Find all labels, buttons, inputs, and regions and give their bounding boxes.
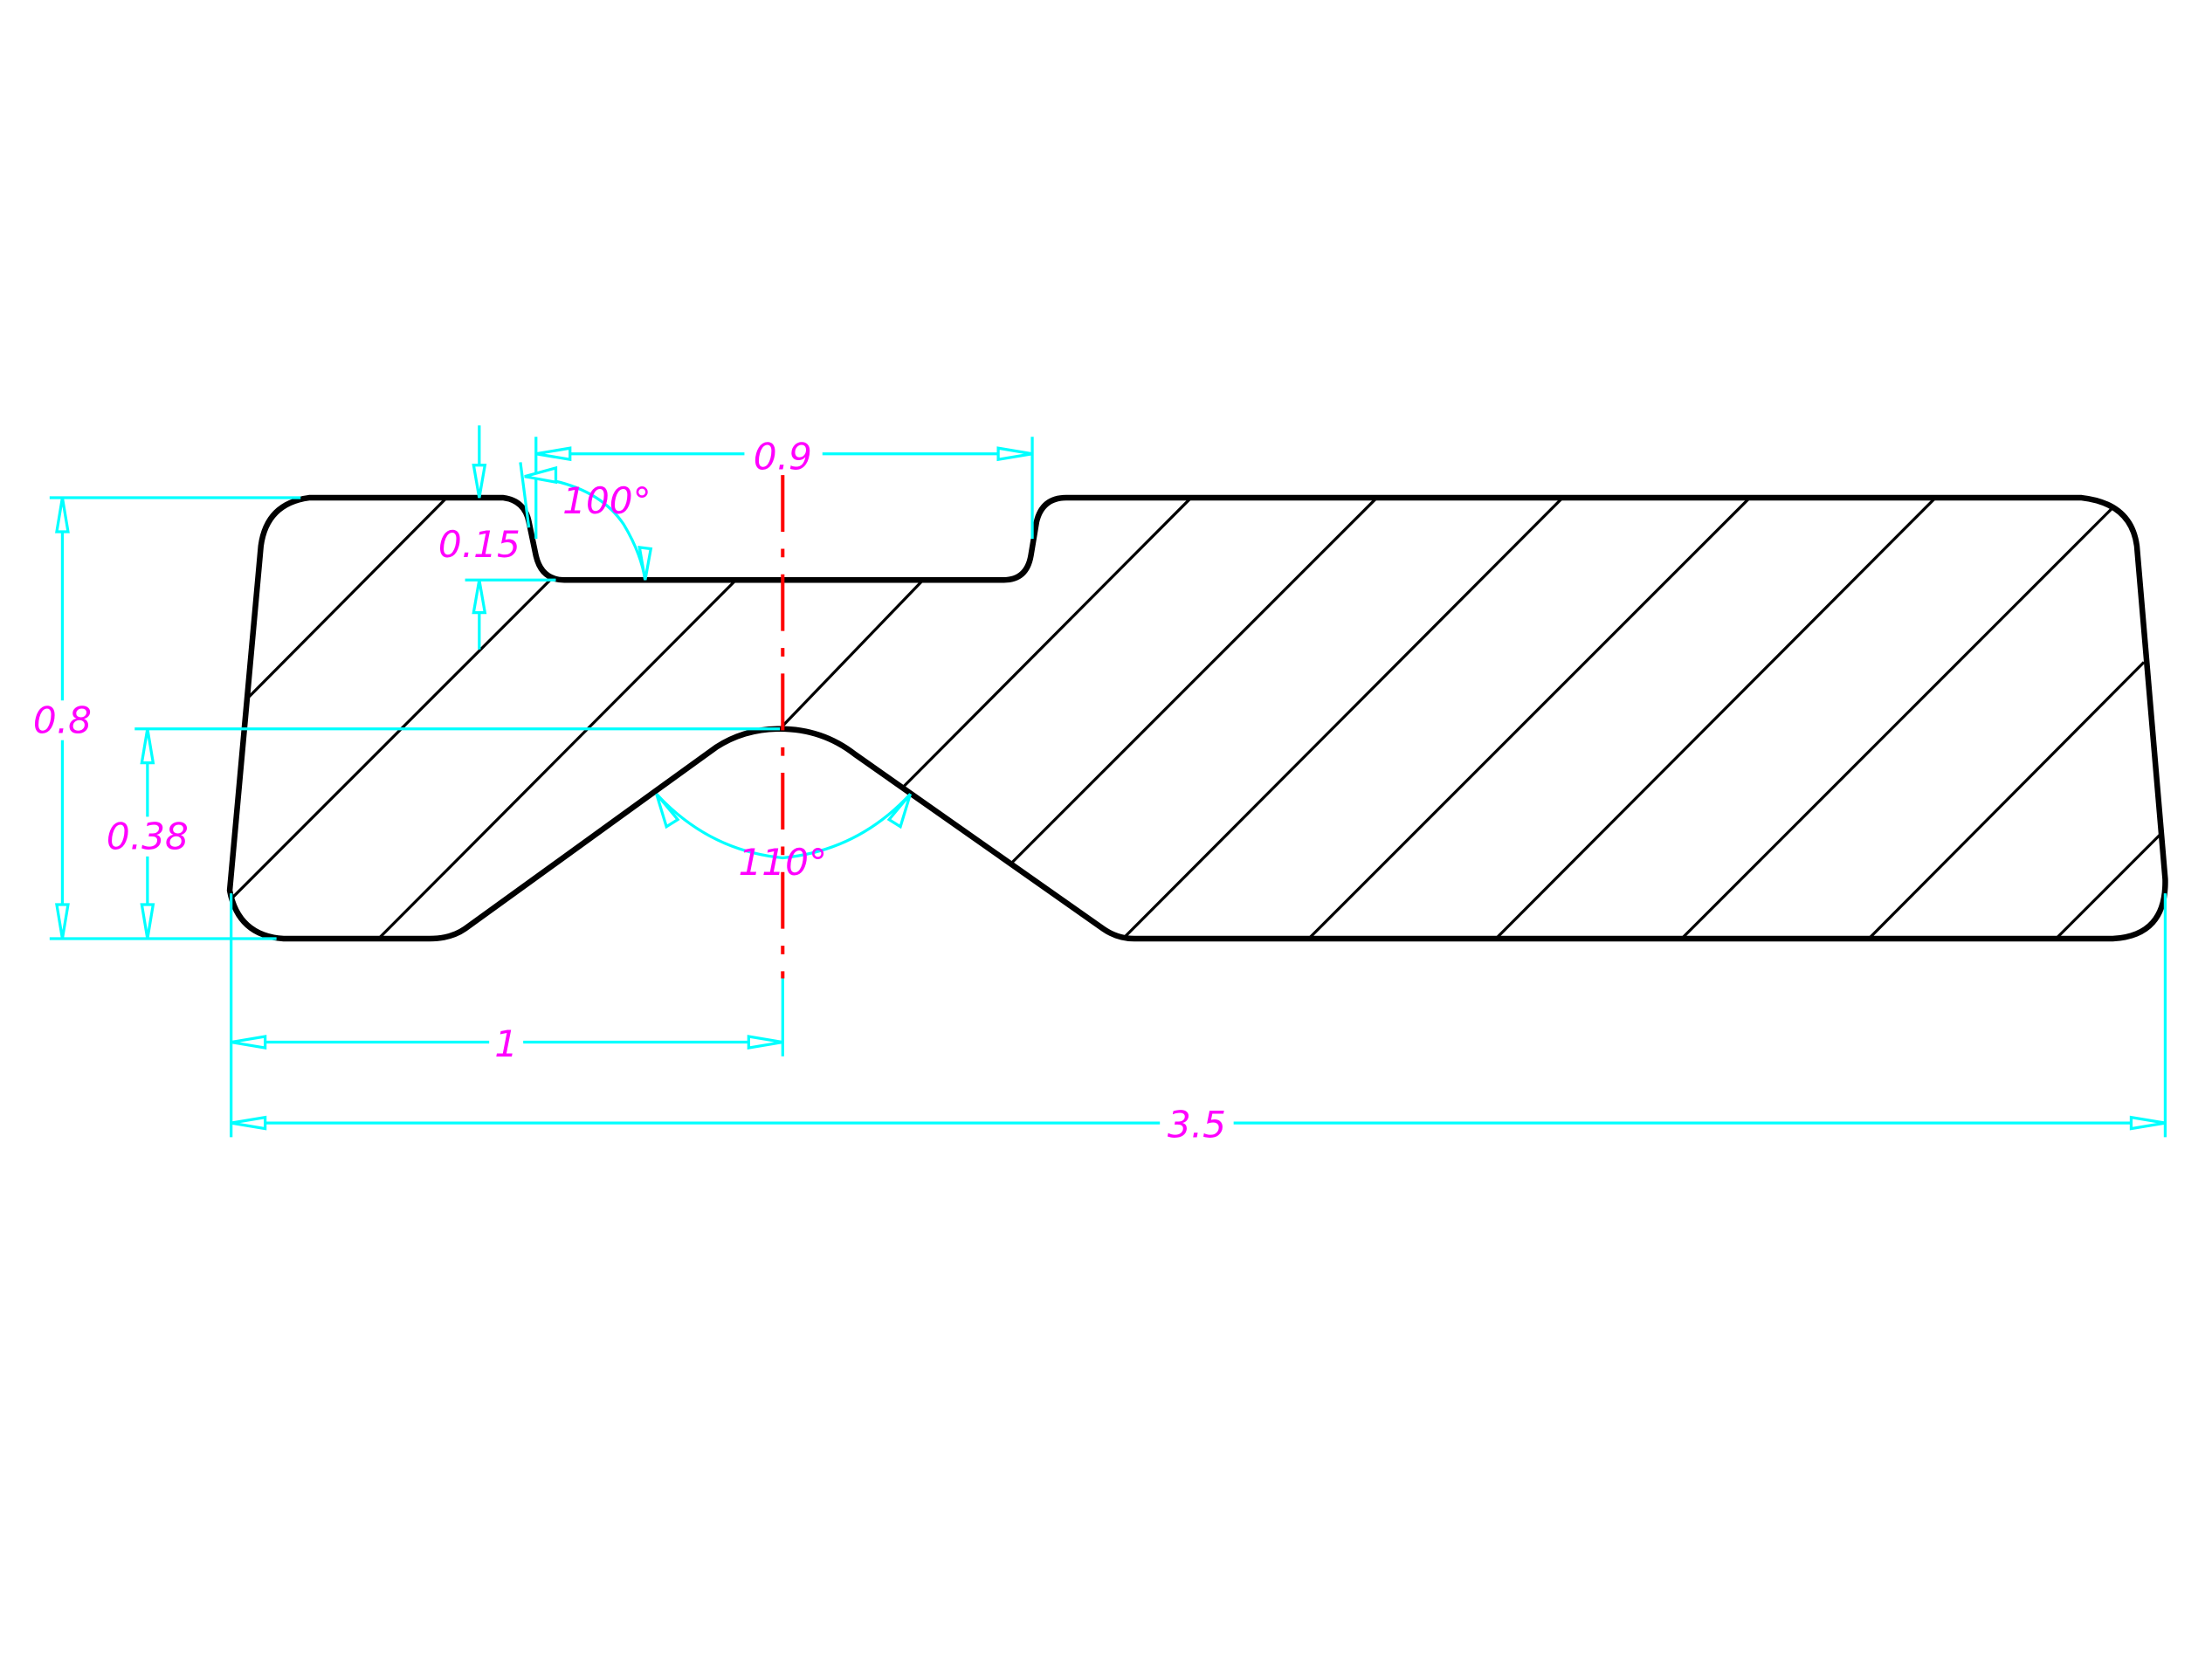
part-outline xyxy=(226,494,2168,942)
dim-slot-wall-angle: 100° xyxy=(562,479,651,522)
dim-notch-height: 0.38 xyxy=(107,816,189,858)
hatch-lines xyxy=(231,496,2162,940)
dimension-lines xyxy=(49,425,2167,1138)
dim-overall-height: 0.8 xyxy=(33,699,92,742)
dim-center-offset: 1 xyxy=(494,1022,518,1065)
dim-notch-angle: 110° xyxy=(738,841,827,884)
dim-overall-length: 3.5 xyxy=(1168,1103,1226,1146)
dim-slot-depth: 0.15 xyxy=(438,523,520,566)
dimension-labels: 0.9 100° 0.15 0.8 0.38 110° 1 3.5 xyxy=(25,436,1234,1146)
dim-slot-width: 0.9 xyxy=(754,436,812,478)
